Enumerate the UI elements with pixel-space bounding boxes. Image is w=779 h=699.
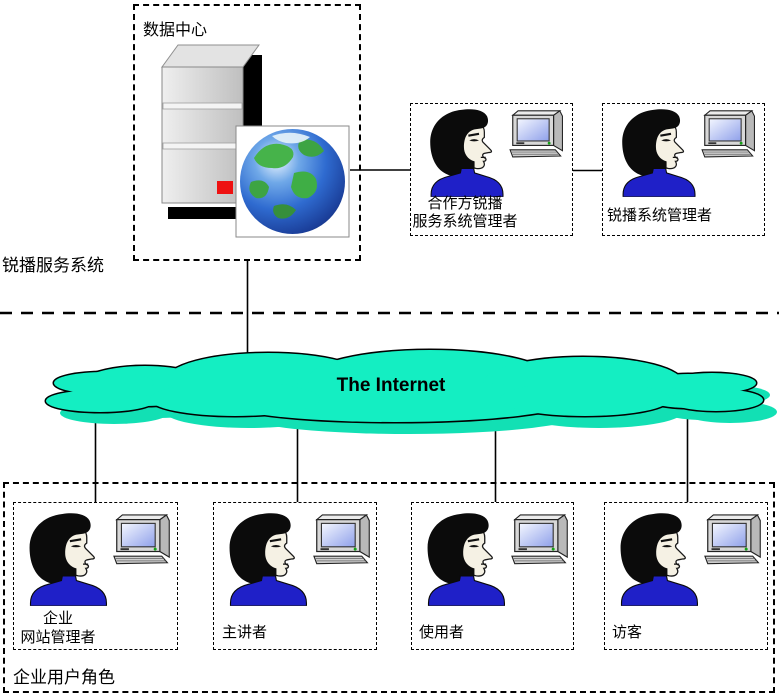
partner-admin-label-line2: 服务系统管理者	[412, 213, 518, 230]
partner-admin-box	[410, 103, 573, 236]
partner-admin-label-line1: 合作方锐播	[427, 195, 503, 212]
globe-icon	[235, 125, 350, 238]
user-with-computer-icon	[23, 512, 173, 606]
role-website-admin-label-line2: 网站管理者	[20, 629, 96, 646]
server-led	[217, 181, 233, 194]
role-visitor-label: 访客	[612, 624, 643, 641]
enterprise-roles-box	[3, 482, 775, 693]
datacenter-box	[133, 4, 361, 261]
role-box-visitor	[604, 502, 768, 650]
user-with-computer-icon	[616, 108, 758, 197]
internet-label: The Internet	[336, 375, 446, 396]
role-box-user	[411, 502, 574, 650]
role-user-label: 使用者	[419, 624, 465, 641]
user-with-computer-icon	[223, 512, 373, 606]
user-with-computer-icon	[424, 108, 566, 197]
service-system-section-label: 锐播服务系统	[2, 256, 104, 275]
partner-admin-label: 合作方锐播 服务系统管理者	[403, 195, 527, 231]
system-admin-box	[602, 103, 765, 236]
role-box-website-admin	[13, 502, 178, 650]
enterprise-roles-section-label: 企业用户角色	[13, 668, 115, 687]
role-website-admin-label: 企业 网站管理者	[6, 609, 110, 647]
system-admin-label: 锐播系统管理者	[607, 207, 713, 224]
datacenter-label: 数据中心	[143, 22, 208, 39]
server-tower-icon	[161, 44, 262, 219]
user-with-computer-icon	[421, 512, 571, 606]
role-box-presenter	[213, 502, 377, 650]
user-with-computer-icon	[614, 512, 764, 606]
role-presenter-label: 主讲者	[222, 624, 268, 641]
role-website-admin-label-line1: 企业	[42, 610, 73, 627]
